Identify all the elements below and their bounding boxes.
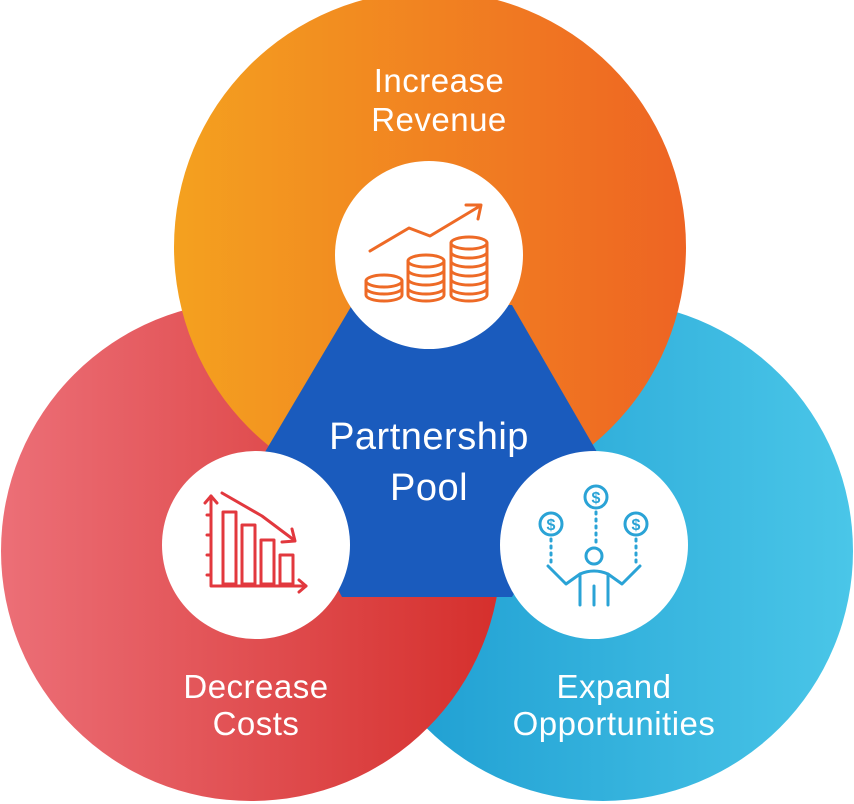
rising-coins-chart-icon (364, 203, 489, 303)
costs-label-line2: Costs (213, 705, 300, 742)
costs-label-line1: Decrease (183, 668, 328, 705)
revenue-icon-badge (335, 161, 523, 349)
revenue-label-line2: Revenue (371, 101, 507, 138)
revenue-label-line1: Increase (374, 62, 505, 99)
svg-text:$: $ (632, 517, 641, 534)
center-label-line1: Partnership (329, 416, 529, 458)
opportunities-label-line2: Opportunities (513, 705, 716, 742)
svg-text:$: $ (592, 490, 601, 507)
center-label-line2: Pool (390, 467, 468, 509)
opportunities-label-line1: Expand (557, 668, 672, 705)
opportunities-icon-badge: $ $ $ (500, 451, 688, 639)
person-juggling-dollars-icon: $ $ $ (538, 484, 649, 607)
costs-icon-badge (162, 451, 350, 639)
declining-bar-chart-icon (203, 491, 308, 594)
svg-text:$: $ (547, 517, 556, 534)
